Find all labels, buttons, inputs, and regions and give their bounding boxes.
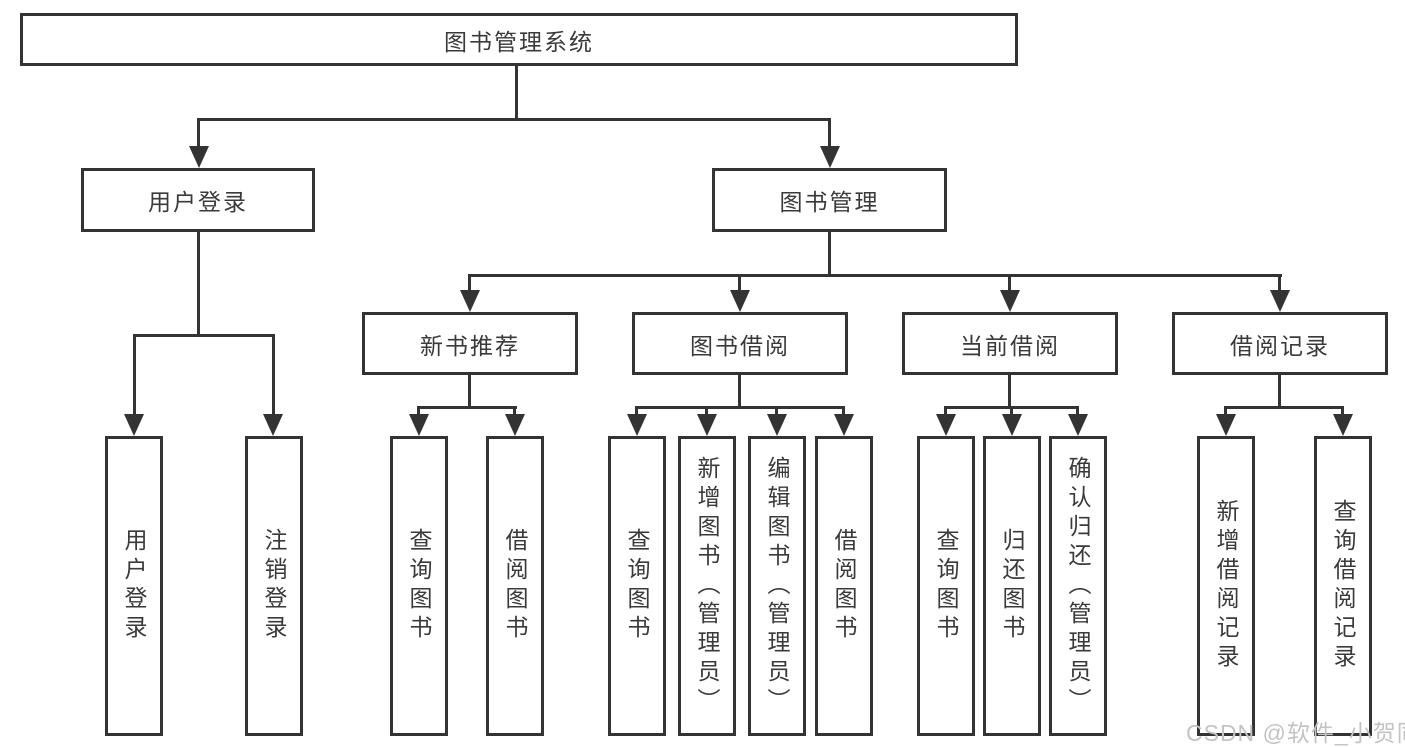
arrowhead-down-icon xyxy=(1002,414,1022,436)
arrowhead-down-icon xyxy=(1000,290,1020,312)
node-borrowing-records: 借阅记录 xyxy=(1172,312,1388,375)
connector-line xyxy=(1341,406,1344,418)
connector-line xyxy=(828,118,831,150)
connector-line xyxy=(468,375,471,407)
node-user-login: 用户登录 xyxy=(81,168,315,232)
arrowhead-down-icon xyxy=(460,290,480,312)
arrowhead-down-icon xyxy=(124,414,144,436)
connector-line xyxy=(1008,375,1011,407)
leaf-query-books-2: 查询图书 xyxy=(608,436,666,736)
connector-line xyxy=(133,334,275,337)
arrowhead-down-icon xyxy=(1068,414,1088,436)
connector-line xyxy=(1278,375,1281,407)
arrowhead-down-icon xyxy=(820,146,840,168)
csdn-watermark: CSDN @软件_小贺同学 xyxy=(1186,720,1405,746)
connector-line xyxy=(1010,406,1013,418)
leaf-query-books: 查询图书 xyxy=(390,436,448,736)
connector-line xyxy=(1076,406,1079,418)
connector-line xyxy=(197,118,200,150)
arrowhead-down-icon xyxy=(263,414,283,436)
arrowhead-down-icon xyxy=(1216,414,1236,436)
connector-line xyxy=(513,406,516,418)
leaf-return-books: 归还图书 xyxy=(983,436,1041,736)
node-new-book-recommend: 新书推荐 xyxy=(362,312,578,375)
connector-line xyxy=(469,274,1282,277)
arrowhead-down-icon xyxy=(189,146,209,168)
leaf-add-borrow-record: 新增借阅记录 xyxy=(1197,436,1255,736)
leaf-borrow-books-2: 借阅图书 xyxy=(815,436,873,736)
connector-line xyxy=(272,334,275,418)
connector-line xyxy=(775,406,778,418)
arrowhead-down-icon xyxy=(1333,414,1353,436)
node-current-borrowing: 当前借阅 xyxy=(902,312,1118,375)
leaf-query-borrow-record: 查询借阅记录 xyxy=(1314,436,1372,736)
node-library-management-system: 图书管理系统 xyxy=(20,13,1018,66)
arrowhead-down-icon xyxy=(767,414,787,436)
connector-line xyxy=(133,334,136,418)
connector-line xyxy=(1008,274,1011,294)
connector-line xyxy=(842,406,845,418)
leaf-borrow-books: 借阅图书 xyxy=(486,436,544,736)
arrowhead-down-icon xyxy=(627,414,647,436)
connector-line xyxy=(1224,406,1344,409)
connector-line xyxy=(635,406,638,418)
node-book-management: 图书管理 xyxy=(712,168,947,232)
connector-line xyxy=(197,232,200,335)
arrowhead-down-icon xyxy=(697,414,717,436)
connector-line xyxy=(738,375,741,407)
connector-line xyxy=(705,406,708,418)
arrowhead-down-icon xyxy=(1270,290,1290,312)
leaf-edit-books-admin: 编辑图书（管理员） xyxy=(748,436,806,736)
connector-line xyxy=(828,232,831,275)
connector-line xyxy=(1224,406,1227,418)
leaf-confirm-return-admin: 确认归还（管理员） xyxy=(1049,436,1107,736)
arrowhead-down-icon xyxy=(730,290,750,312)
leaf-logout-login: 注销登录 xyxy=(245,436,303,736)
connector-line xyxy=(1278,274,1281,294)
connector-line xyxy=(944,406,947,418)
connector-line xyxy=(418,406,517,409)
arrowhead-down-icon xyxy=(505,414,525,436)
connector-line xyxy=(198,118,831,121)
connector-line xyxy=(468,274,471,294)
connector-line xyxy=(515,66,518,118)
arrowhead-down-icon xyxy=(936,414,956,436)
arrowhead-down-icon xyxy=(834,414,854,436)
arrowhead-down-icon xyxy=(409,414,429,436)
leaf-user-login: 用户登录 xyxy=(105,436,163,736)
leaf-query-books-3: 查询图书 xyxy=(917,436,975,736)
node-book-borrowing: 图书借阅 xyxy=(632,312,848,375)
connector-line xyxy=(738,274,741,294)
connector-line xyxy=(635,406,845,409)
leaf-add-books-admin: 新增图书（管理员） xyxy=(678,436,736,736)
connector-line xyxy=(417,406,420,418)
